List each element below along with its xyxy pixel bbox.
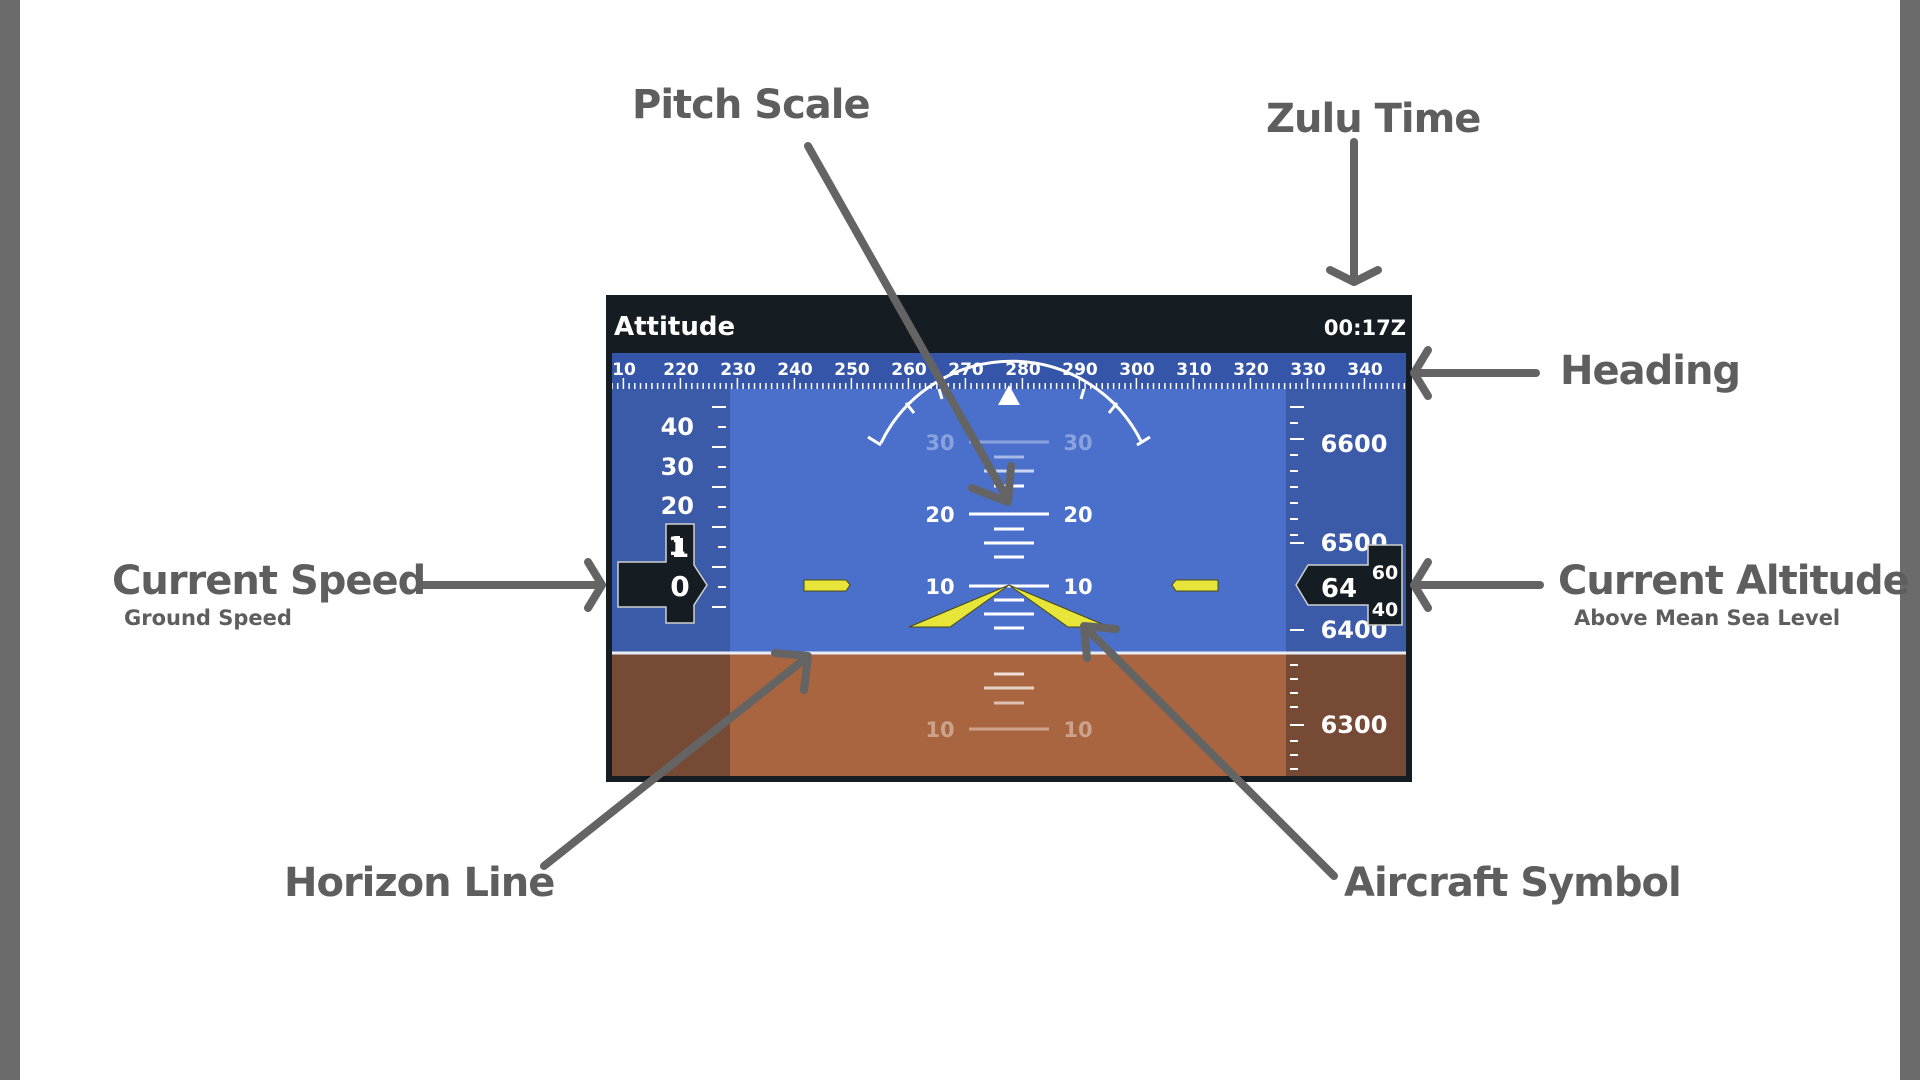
speed-digit-tens: 1 [668, 532, 686, 562]
altitude-label-6600: 6600 [1321, 430, 1388, 458]
pitch-label-10-right: 10 [1063, 575, 1092, 599]
heading-label: Heading [1560, 348, 1741, 394]
left-frame-bar [0, 0, 20, 1080]
altitude-roller-upper: 60 [1372, 562, 1398, 584]
left-wing-bar [803, 579, 851, 592]
pitch-scale-label: Pitch Scale [632, 82, 871, 128]
speed-roller-upper: 1 [671, 534, 689, 564]
pitch-label-minus10-right: 10 [1063, 718, 1092, 742]
zulu-time-readout: 00:17Z [1324, 316, 1406, 340]
title-bar [612, 301, 1406, 351]
speed-tape-ground [612, 653, 730, 776]
altitude-tape-ticks [1290, 406, 1304, 770]
bank-pointer [998, 385, 1020, 405]
ground-speed-label: Ground Speed [124, 606, 292, 630]
pitch-ladder [969, 440, 1049, 731]
heading-tick-marks [612, 378, 1406, 389]
heading-label-260: 260 [891, 360, 927, 380]
speed-label-20: 20 [661, 492, 694, 520]
heading-label-300: 300 [1119, 360, 1155, 380]
current-altitude-label: Current Altitude [1558, 558, 1910, 604]
heading-arrow [1410, 346, 1540, 400]
speed-tape-ticks [712, 406, 726, 608]
aircraft-symbol-left-chevron [908, 584, 1010, 628]
heading-label-320: 320 [1233, 360, 1269, 380]
speed-label-30: 30 [661, 453, 694, 481]
heading-label-220: 220 [663, 360, 699, 380]
pitch-label-30-right: 30 [1063, 431, 1092, 455]
altitude-label-6300: 6300 [1321, 711, 1388, 739]
heading-label-250: 250 [834, 360, 870, 380]
pitch-scale-arrow [804, 142, 1015, 506]
heading-label-280: 280 [1005, 360, 1041, 380]
heading-label-10: 10 [612, 360, 636, 380]
heading-label-310: 310 [1176, 360, 1212, 380]
speed-label-40: 40 [661, 413, 694, 441]
heading-label-340: 340 [1347, 360, 1383, 380]
horizon-line-label: Horizon Line [284, 860, 555, 906]
altitude-tape-ground [1286, 653, 1406, 776]
altitude-readout-box: 64 60 40 [1295, 544, 1403, 626]
pitch-label-20-left: 20 [925, 503, 954, 527]
right-frame-bar [1900, 0, 1920, 1080]
pitch-label-10-left: 10 [925, 575, 954, 599]
display-title: Attitude [614, 312, 735, 342]
current-altitude-arrow [1410, 558, 1544, 612]
current-speed-label: Current Speed [112, 558, 426, 604]
speed-readout-box: 1 1 0 [617, 523, 708, 624]
current-speed-arrow [416, 558, 606, 612]
speed-roller-current: 0 [670, 570, 689, 603]
right-wing-bar [1171, 579, 1219, 592]
heading-label-230: 230 [720, 360, 756, 380]
above-msl-label: Above Mean Sea Level [1574, 606, 1841, 630]
heading-label-240: 240 [777, 360, 813, 380]
aircraft-symbol-arrow [1080, 622, 1338, 880]
horizon-line-arrow [540, 649, 812, 870]
zulu-time-label: Zulu Time [1266, 96, 1481, 142]
altitude-readout-main: 64 [1321, 574, 1357, 604]
aircraft-symbol-label: Aircraft Symbol [1344, 860, 1682, 906]
pitch-label-30-left: 30 [925, 431, 954, 455]
pitch-label-minus10-left: 10 [925, 718, 954, 742]
bank-angle-ticks [867, 388, 1151, 447]
heading-label-330: 330 [1290, 360, 1326, 380]
zulu-time-arrow [1326, 138, 1382, 286]
altitude-roller-lower: 40 [1372, 599, 1398, 621]
pitch-label-20-right: 20 [1063, 503, 1092, 527]
